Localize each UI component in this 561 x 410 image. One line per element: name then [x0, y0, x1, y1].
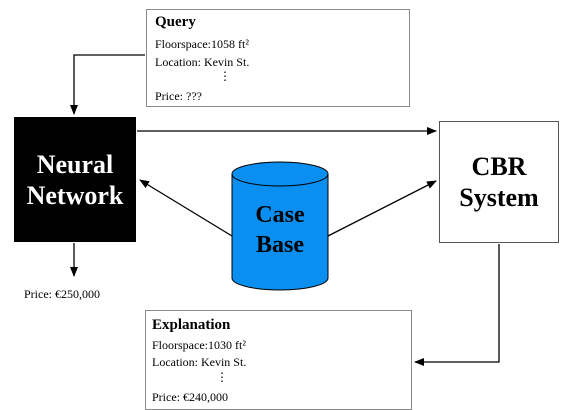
- cbr-system-label-1: CBR: [471, 152, 527, 181]
- explanation-price: Price: €240,000: [152, 390, 228, 404]
- query-panel: Query Floorspace:1058 ft² Location: Kevi…: [146, 9, 410, 107]
- query-location: Location: Kevin St.: [155, 55, 250, 69]
- casebase-to-cbr-arrow: [327, 180, 437, 237]
- query-floorspace: Floorspace:1058 ft²: [155, 37, 249, 51]
- nn-output-price: Price: €250,000: [24, 287, 100, 301]
- cbr-to-explanation-arrow: [414, 244, 500, 366]
- database-icon: [231, 161, 329, 291]
- cbr-system-node: CBR System: [439, 121, 559, 243]
- neural-network-label-1: Neural: [36, 149, 114, 179]
- explanation-panel: Explanation Floorspace:1030 ft² Location…: [145, 310, 412, 410]
- query-ellipsis: ⋮: [219, 69, 231, 83]
- query-price: Price: ???: [155, 89, 202, 103]
- cbr-system-label-2: System: [459, 183, 539, 212]
- explanation-title: Explanation: [152, 317, 231, 333]
- explanation-floorspace: Floorspace:1030 ft²: [152, 338, 246, 352]
- explanation-location: Location: Kevin St.: [152, 355, 247, 369]
- case-base-label-1: Case: [255, 202, 305, 228]
- case-base-label: Case Base: [232, 200, 328, 260]
- case-base-label-2: Base: [256, 232, 304, 258]
- query-to-nn-arrow: [70, 54, 145, 115]
- casebase-to-nn-arrow: [139, 179, 233, 237]
- neural-network-label-2: Network: [26, 180, 124, 210]
- explanation-ellipsis: ⋮: [216, 370, 228, 384]
- query-title: Query: [155, 14, 196, 30]
- neural-network-node: Neural Network: [14, 117, 136, 242]
